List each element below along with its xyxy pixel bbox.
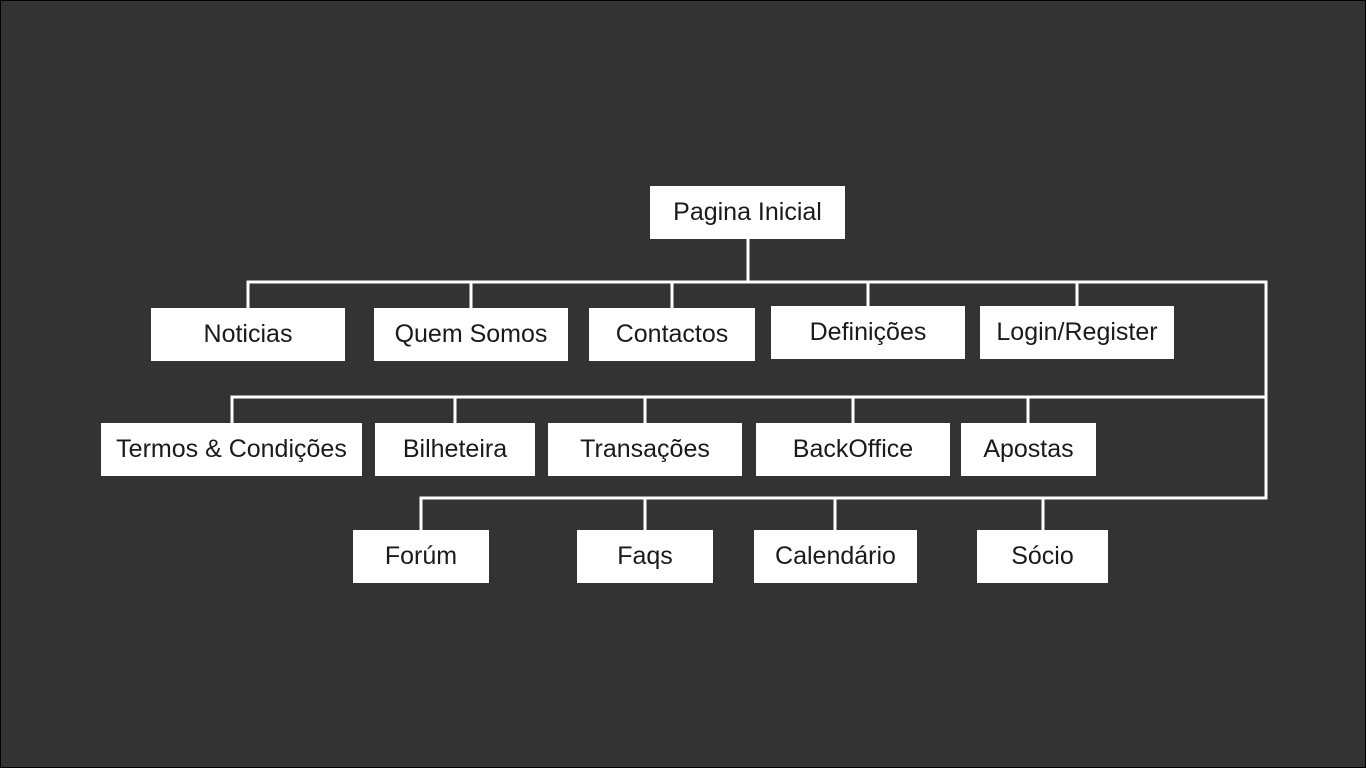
node-contactos: Contactos	[589, 308, 755, 361]
node-apostas: Apostas	[961, 423, 1096, 476]
node-transacoes: Transações	[548, 423, 742, 476]
node-definicoes: Definições	[771, 306, 965, 359]
node-socio: Sócio	[977, 530, 1108, 583]
node-pagina-inicial: Pagina Inicial	[650, 186, 845, 239]
node-backoffice: BackOffice	[756, 423, 950, 476]
node-faqs: Faqs	[577, 530, 713, 583]
node-quem-somos: Quem Somos	[374, 308, 568, 361]
node-noticias: Noticias	[151, 308, 345, 361]
node-calendario: Calendário	[754, 530, 917, 583]
node-forum: Forúm	[353, 530, 489, 583]
node-bilheteira: Bilheteira	[375, 423, 535, 476]
node-termos-condicoes: Termos & Condições	[101, 423, 362, 476]
node-login-register: Login/Register	[980, 306, 1174, 359]
